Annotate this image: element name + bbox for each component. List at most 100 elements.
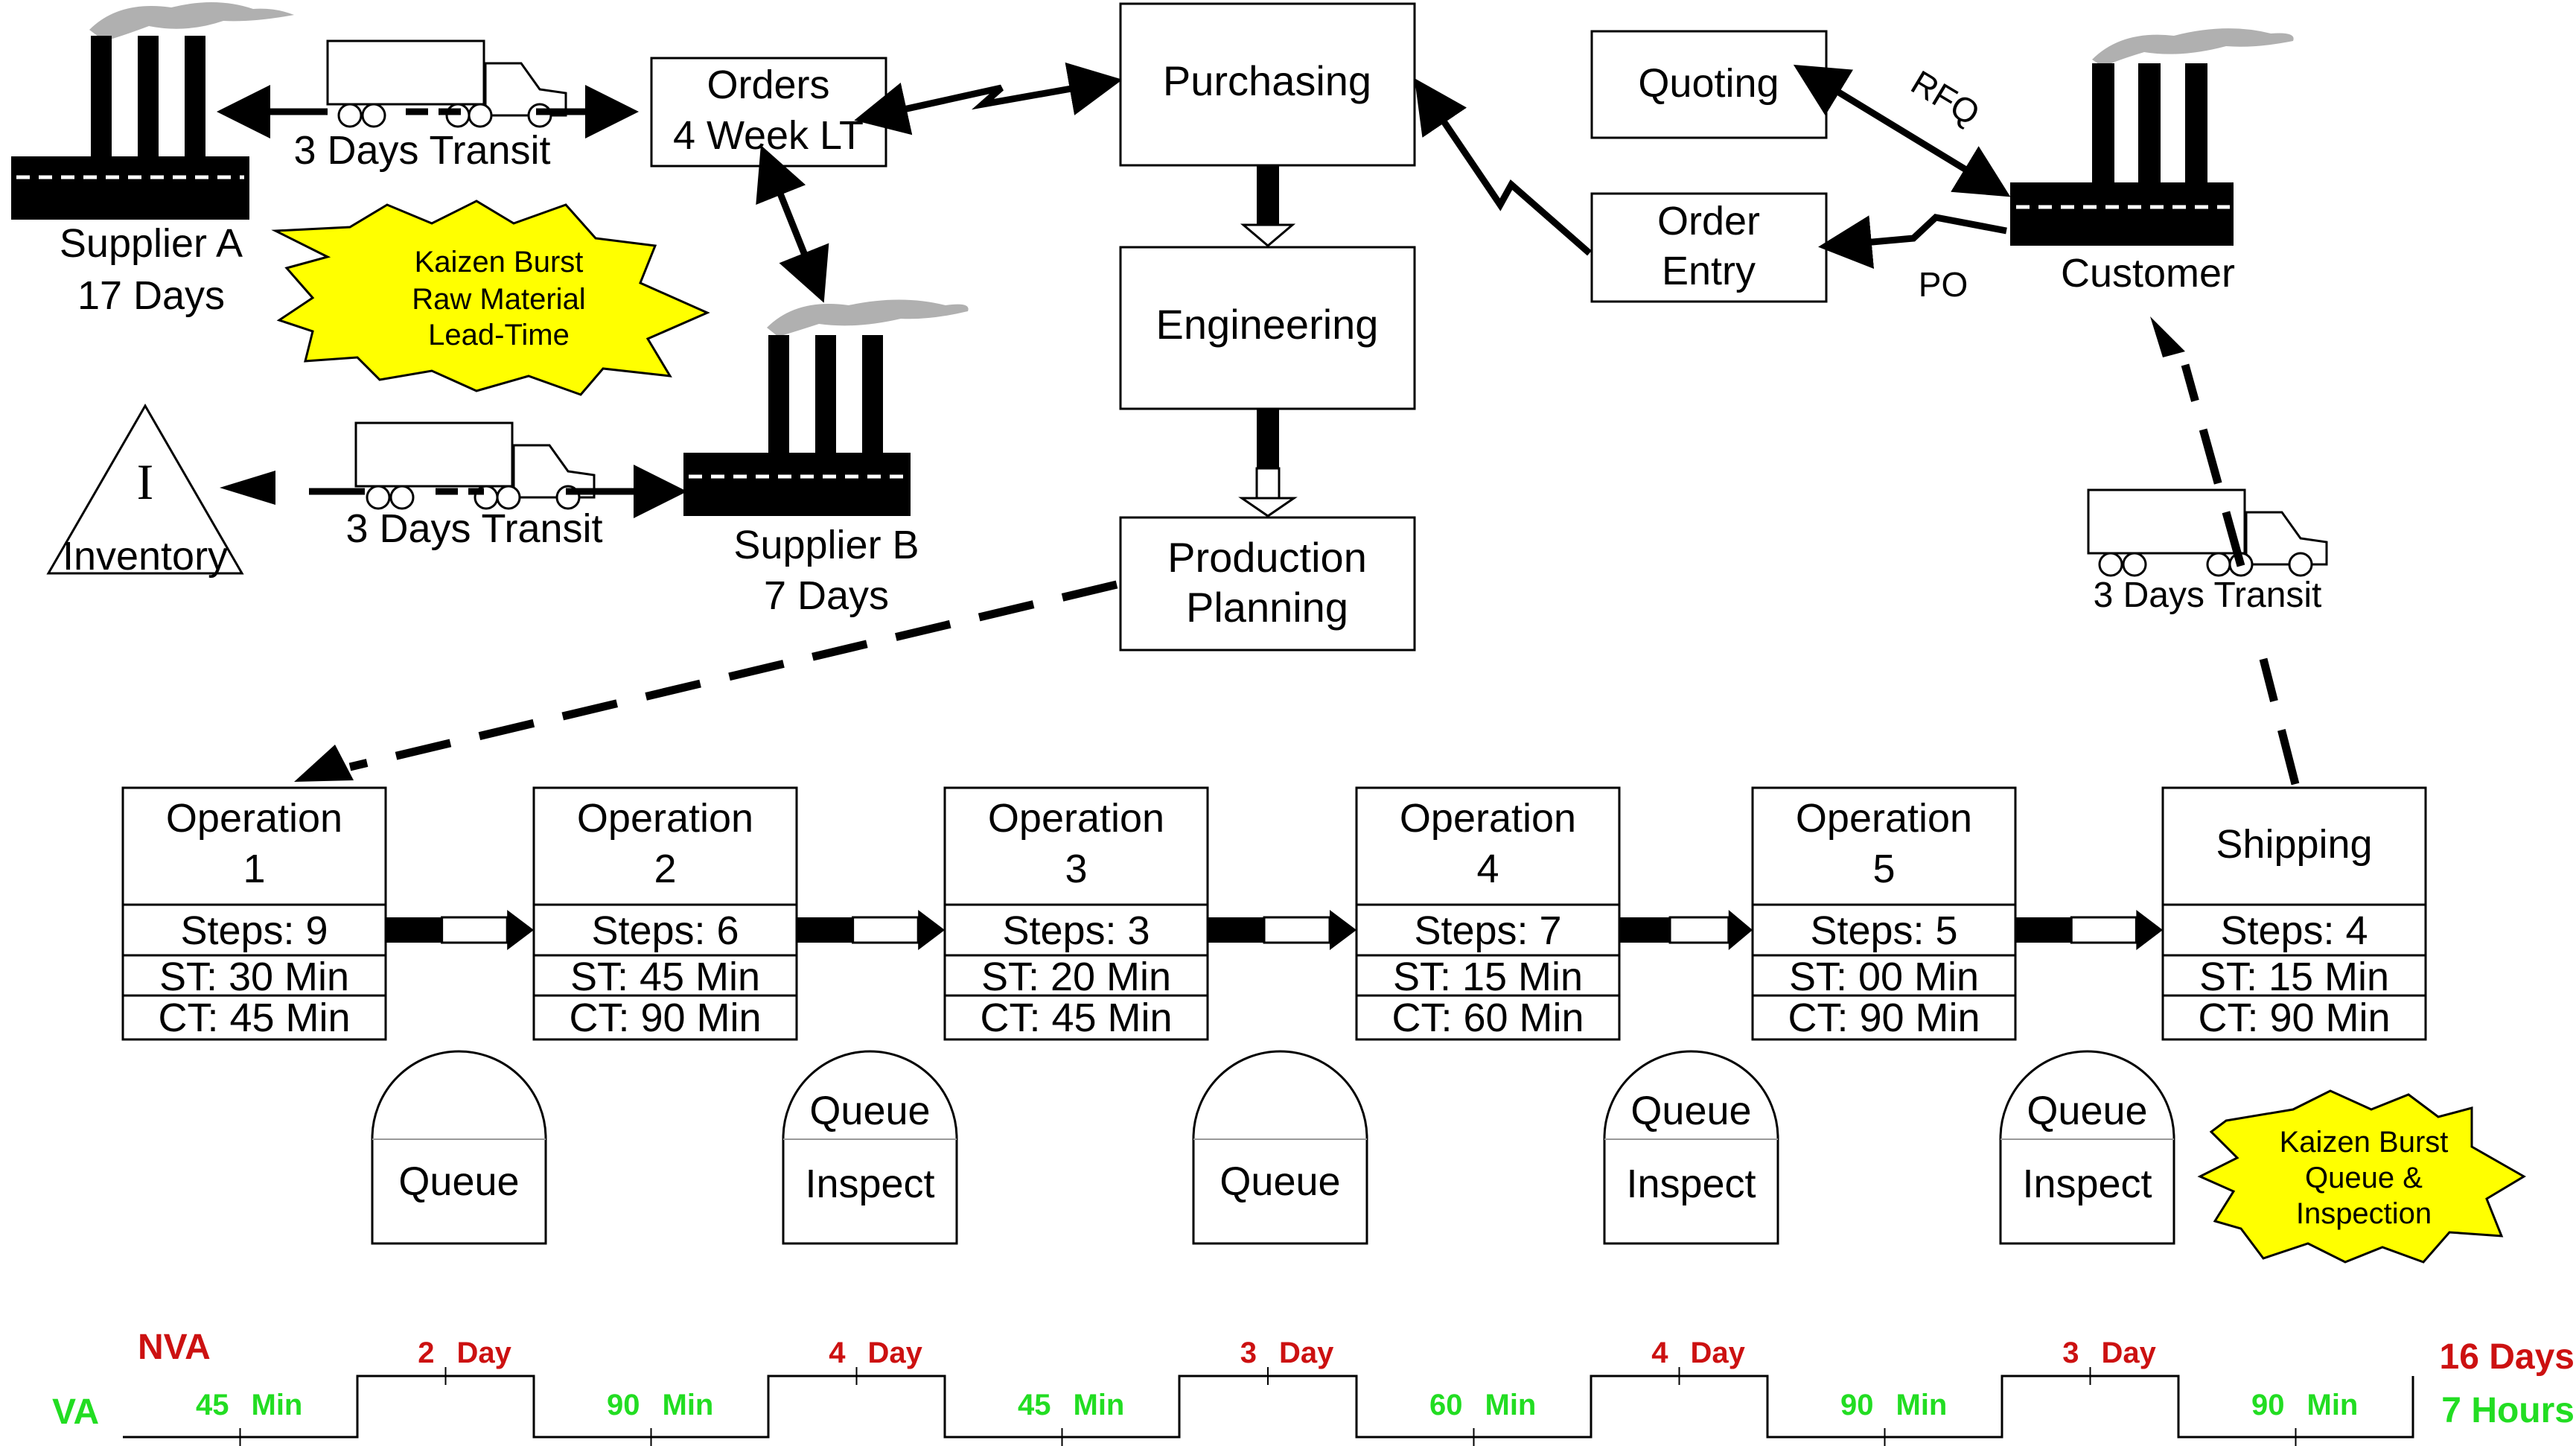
rfq-label: RFQ xyxy=(1904,63,1986,133)
process-number: 5 xyxy=(1872,847,1895,891)
total-nva: 16 Days xyxy=(2440,1337,2575,1377)
nva-value: 2 xyxy=(418,1337,434,1369)
queue-bottom-label: Inspect xyxy=(2022,1162,2152,1206)
process-cycle-time: CT: 90 Min xyxy=(1788,996,1980,1040)
process-cycle-time: CT: 90 Min xyxy=(2198,996,2390,1040)
order-entry-line1: Order xyxy=(1657,199,1760,243)
push-arrow-icon xyxy=(1238,409,1298,517)
arrow-head-icon xyxy=(220,471,275,505)
nva-value: 4 xyxy=(1651,1337,1668,1369)
queue-bottom-label: Queue xyxy=(1220,1159,1340,1204)
process-steps: Steps: 3 xyxy=(1002,908,1150,953)
nva-value: 3 xyxy=(2062,1337,2079,1369)
planning-line1: Production xyxy=(1167,534,1367,581)
queue-icon: Queue xyxy=(1192,1050,1368,1245)
inventory-symbol: I xyxy=(137,453,154,510)
arrow-head-icon xyxy=(2150,316,2185,357)
process-cycle-time: CT: 45 Min xyxy=(158,996,350,1040)
customer-factory-icon xyxy=(2010,28,2294,246)
process-number: 4 xyxy=(1476,847,1499,891)
process-steps: Steps: 5 xyxy=(1810,908,1957,953)
nva-unit: Day xyxy=(1279,1337,1334,1369)
process-setup-time: ST: 45 Min xyxy=(570,955,760,999)
supplier-a-factory-icon xyxy=(11,1,294,220)
process-title: Operation xyxy=(1400,796,1576,841)
process-steps: Steps: 9 xyxy=(180,908,328,953)
process-title: Operation xyxy=(577,796,753,841)
orders-supplier-b-arrow xyxy=(756,144,829,303)
queue-top-label: Queue xyxy=(2027,1089,2147,1133)
nva-value: 4 xyxy=(829,1337,846,1369)
kaizen-burst-icon xyxy=(271,200,710,396)
va-value: 90 xyxy=(1840,1389,1874,1421)
schedule-arrow xyxy=(348,580,1118,771)
po-arrow xyxy=(1818,214,2007,269)
push-arrow-icon xyxy=(2015,910,2163,950)
process-steps: Steps: 6 xyxy=(591,908,739,953)
va-value: 45 xyxy=(1018,1389,1051,1421)
process-cycle-time: CT: 45 Min xyxy=(980,996,1172,1040)
nva-unit: Day xyxy=(457,1337,512,1369)
purchasing-label: Purchasing xyxy=(1163,57,1371,104)
queue-top-label: Queue xyxy=(809,1089,930,1133)
process-title: Operation xyxy=(166,796,342,841)
quoting-label: Quoting xyxy=(1638,61,1779,106)
process-number: 3 xyxy=(1065,847,1087,891)
nva-unit: Day xyxy=(1691,1337,1746,1369)
kaizen-burst-icon xyxy=(2197,1089,2526,1264)
queue-icon: Queue xyxy=(371,1050,547,1245)
electronic-info-arrow xyxy=(1414,78,1592,256)
orders-line2: 4 Week LT xyxy=(673,113,864,158)
process-steps: Steps: 4 xyxy=(2220,908,2368,953)
va-unit: Min xyxy=(1485,1389,1537,1421)
kaizen-2-line1: Kaizen Burst xyxy=(2280,1126,2449,1159)
supplier-a-days: 17 Days xyxy=(77,273,225,318)
push-arrow-icon xyxy=(797,910,945,950)
engineering-label: Engineering xyxy=(1156,301,1379,348)
transit-label-right: 3 Days Transit xyxy=(2094,576,2322,615)
process-title: Shipping xyxy=(2216,822,2372,867)
supplier-a-name: Supplier A xyxy=(60,221,243,266)
process-title: Operation xyxy=(988,796,1164,841)
order-entry-box xyxy=(1590,192,1828,303)
nva-unit: Day xyxy=(868,1337,923,1369)
kaizen-2-line3: Inspection xyxy=(2296,1197,2432,1230)
nva-unit: Day xyxy=(2102,1337,2157,1369)
kaizen-1-line3: Lead-Time xyxy=(428,319,570,351)
kaizen-2-line2: Queue & xyxy=(2305,1162,2423,1194)
va-value: 60 xyxy=(1429,1389,1463,1421)
va-label: VA xyxy=(52,1392,99,1432)
customer-name: Customer xyxy=(2061,251,2235,296)
va-unit: Min xyxy=(2307,1389,2359,1421)
transit-label-middle: 3 Days Transit xyxy=(345,506,602,551)
va-unit: Min xyxy=(1896,1389,1948,1421)
transit-label-top: 3 Days Transit xyxy=(293,128,550,173)
push-arrow-icon xyxy=(386,910,534,950)
nva-label: NVA xyxy=(138,1328,211,1367)
va-unit: Min xyxy=(663,1389,714,1421)
truck-icon xyxy=(2087,488,2328,577)
po-label: PO xyxy=(1919,265,1968,304)
queue-bottom-label: Inspect xyxy=(805,1162,934,1206)
va-unit: Min xyxy=(1074,1389,1125,1421)
process-setup-time: ST: 30 Min xyxy=(159,955,349,999)
process-cycle-time: CT: 90 Min xyxy=(569,996,761,1040)
queue-top-label: Queue xyxy=(1630,1089,1751,1133)
supplier-b-factory-icon xyxy=(683,299,969,516)
queue-bottom-label: Inspect xyxy=(1626,1162,1756,1206)
process-setup-time: ST: 15 Min xyxy=(2199,955,2389,999)
inventory-icon xyxy=(46,404,244,575)
supplier-b-name: Supplier B xyxy=(733,523,919,567)
va-value: 90 xyxy=(2251,1389,2285,1421)
process-number: 2 xyxy=(654,847,676,891)
